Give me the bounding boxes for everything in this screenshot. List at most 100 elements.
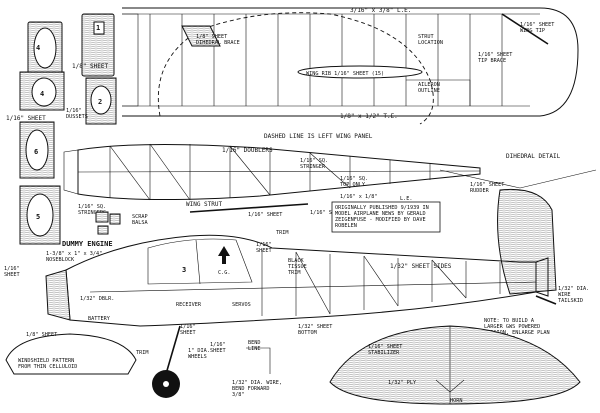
former-4-left-cutout	[33, 27, 57, 69]
wing-ribs	[149, 14, 503, 106]
former-number-5: 5	[36, 213, 40, 221]
label-doublers: 1/16" DOUBLERS	[222, 147, 273, 154]
former-number-3-side: 3	[182, 266, 186, 274]
scrap-balsa-blocks	[95, 211, 121, 235]
tip-brace	[501, 13, 549, 45]
former-1	[81, 13, 115, 77]
control-horn	[435, 379, 465, 393]
label-battery: BATTERY	[88, 316, 111, 322]
fuselage-top-stringers	[77, 143, 481, 201]
tailskid-wire	[535, 295, 557, 305]
wing-root-rib	[122, 13, 139, 107]
left-wing-dashed-outline	[157, 12, 434, 125]
stabilizer	[329, 325, 581, 405]
label-sheet-116-mid: 1/16" SHEET	[248, 212, 282, 218]
label-le-small: L.E.	[400, 196, 413, 202]
label-sheet-116-lg: 1/16"SHEET	[210, 342, 226, 354]
tail-post	[535, 257, 549, 297]
label-sheet-116-nose: 1/16"SHEET	[4, 266, 20, 278]
label-wing-rib: WING RIB 1/16" SHEET (15)	[306, 71, 384, 77]
label-le-wing: 3/16" x 3/8" L.E.	[350, 7, 411, 14]
label-sq-116: 1/16" SQ.	[310, 210, 338, 216]
label-dia-wheels: 1" DIA.WHEELS	[188, 348, 210, 360]
former-4-cutout	[31, 77, 57, 107]
nose-block-top	[63, 149, 79, 195]
label-noseblock: 1-3/8" x 1" x 3/4"NOSEBLOCK	[46, 251, 102, 263]
wing-outline	[122, 7, 579, 117]
label-trim-top: TRIM	[276, 230, 289, 236]
window-divider	[195, 239, 201, 285]
label-trim-bottom: TRIM	[136, 350, 149, 356]
publication-note: ORIGINALLY PUBLISHED 9/1939 IN MODEL AIR…	[331, 201, 441, 233]
former-number-1: 1	[96, 24, 100, 32]
aileron-outline	[406, 79, 471, 106]
former-number-2: 2	[98, 98, 102, 106]
label-sheet-116-a: 1/16"SHEET	[180, 324, 196, 336]
label-ply: 1/32" PLY	[388, 380, 417, 386]
label-dbl: 1/32" DBLR.	[80, 296, 114, 302]
dihedral-detail-lines	[439, 169, 597, 189]
windshield-side	[147, 238, 253, 285]
label-dashed-note: DASHED LINE IS LEFT WING PANEL	[264, 133, 373, 140]
label-sheet-116-left: 1/16" SHEET	[6, 115, 46, 122]
gear-leg	[165, 325, 181, 375]
label-cg: C.G.	[218, 270, 231, 276]
fuselage-top-outline	[77, 143, 481, 201]
bend-wire	[246, 347, 271, 374]
former-2-cutout	[90, 85, 112, 115]
landing-gear	[152, 325, 181, 398]
label-horn: HORN	[450, 398, 463, 404]
fuselage-side-outline	[65, 234, 537, 327]
cg-arrow	[218, 246, 230, 264]
rudder	[497, 188, 557, 295]
label-servos: SERVOS	[232, 302, 251, 308]
label-stringers: 1/16" SQ.STRINGERS	[78, 204, 106, 216]
fuselage-top-view	[63, 143, 481, 201]
former-number-6: 6	[34, 148, 38, 156]
former-6-cutout	[25, 129, 49, 171]
former-1-window	[93, 21, 105, 35]
label-receiver: RECEIVER	[176, 302, 202, 308]
wheel-hub	[163, 381, 169, 387]
label-dummy-engine: DUMMY ENGINE	[62, 240, 113, 248]
svg-text:ORIGINALLY PUBLISHED 9/1939 IN: ORIGINALLY PUBLISHED 9/1939 IN MODEL AIR…	[335, 205, 432, 229]
label-sheet-vert: 1/16"SHEET	[256, 242, 272, 254]
fuselage-formers: 4 1 4 2 6 5	[19, 13, 117, 245]
dihedral-brace	[181, 25, 221, 47]
label-sheet-sides: 1/32" SHEET SIDES	[390, 263, 452, 270]
nose-block-side	[45, 269, 71, 321]
label-sheet-18-top: 1/8" SHEET	[72, 63, 109, 70]
wing-plan	[122, 7, 579, 125]
windshield-pattern	[5, 333, 137, 375]
wing-strut	[189, 203, 309, 213]
label-dihedral-detail: DIHEDRAL DETAIL	[506, 153, 561, 160]
label-te: 1/8" x 1/2" T.E.	[340, 113, 398, 120]
fuselage-side-members	[89, 250, 537, 316]
former-5-cutout	[26, 193, 54, 237]
label-sheet-18-bottom: 1/8" SHEET	[26, 332, 57, 338]
label-top-only: 1/16" SQ.TOP ONLY	[340, 176, 368, 188]
former-number-4b: 4	[40, 90, 44, 98]
label-x18: 1/16" x 1/8"	[340, 194, 377, 200]
fuselage-side-view	[45, 234, 557, 327]
wing-rib-profile	[297, 65, 423, 79]
former-number-4: 4	[36, 44, 40, 52]
label-sq-stringer: 1/16" SQ.STRINGER	[300, 158, 328, 170]
label-dussets: 1/16"DUSSETS	[66, 108, 88, 120]
label-wing-strut: WING STRUT	[186, 201, 223, 208]
